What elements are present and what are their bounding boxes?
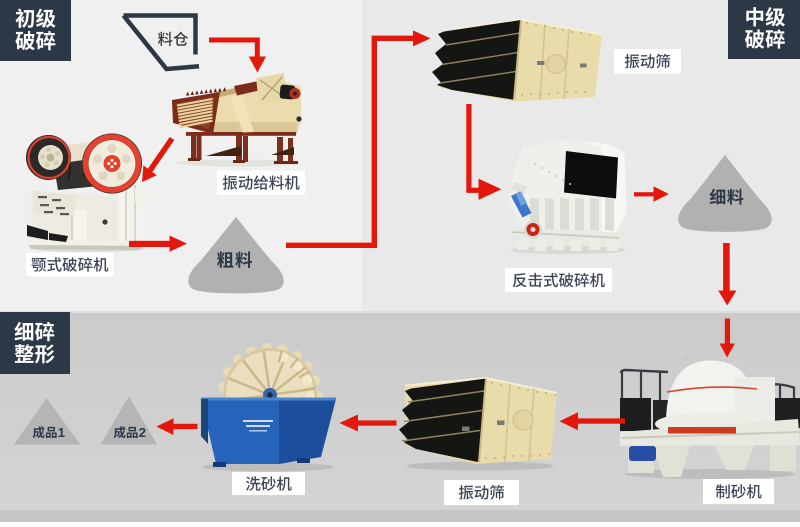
- svg-text:1: 1: [58, 425, 65, 440]
- svg-text:2: 2: [139, 425, 146, 440]
